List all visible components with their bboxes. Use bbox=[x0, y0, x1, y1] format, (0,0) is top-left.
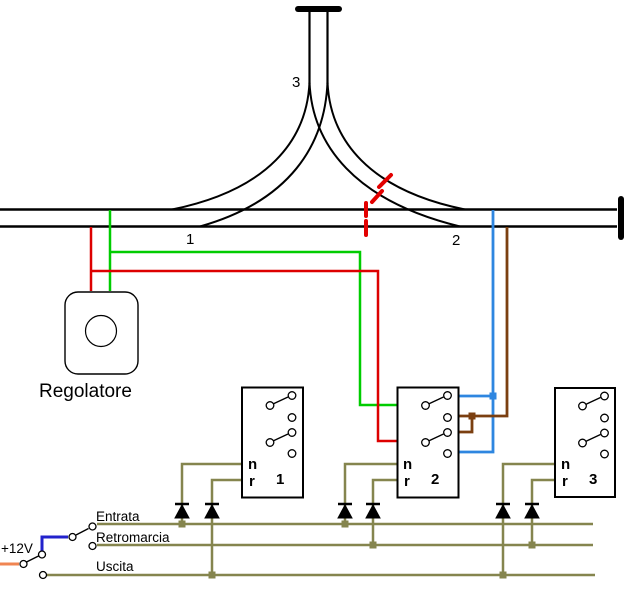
wire-blue-link bbox=[40, 535, 68, 551]
junction-left-label: 1 bbox=[186, 231, 194, 248]
junction-brown bbox=[468, 412, 476, 420]
switch-box-2-number: 2 bbox=[431, 471, 439, 488]
bus-retromarcia-label: Retromarcia bbox=[96, 530, 170, 545]
wire-brown-branch bbox=[458, 416, 474, 434]
junction-right-label: 2 bbox=[452, 232, 460, 249]
switch1-contact-up bbox=[37, 550, 47, 559]
wire-blue-main bbox=[458, 210, 495, 454]
turnout-curve-left-outer bbox=[171, 81, 311, 211]
switch2-common bbox=[68, 532, 77, 542]
turnout-curve-right-outer bbox=[326, 81, 466, 211]
switch1-lever bbox=[26, 555, 39, 563]
diode-box1-n bbox=[174, 502, 190, 519]
switch-box-1-number: 1 bbox=[276, 471, 284, 488]
contact bbox=[443, 449, 452, 458]
diode-box3-r bbox=[524, 502, 540, 519]
wire-green-to-switch2 bbox=[110, 250, 397, 407]
switch-box-3-number: 3 bbox=[589, 471, 597, 488]
switch-box-3-r-label: r bbox=[562, 473, 568, 490]
switch-box-3: n r 3 bbox=[554, 387, 616, 498]
switch-box-1-lever-n bbox=[272, 396, 289, 405]
switch-box-1-n-label: n bbox=[248, 456, 257, 473]
switch-box-1-lever-r bbox=[272, 433, 289, 442]
contact bbox=[600, 413, 609, 423]
junction-blue bbox=[489, 392, 497, 400]
contact bbox=[600, 428, 609, 438]
regulator-label: Regolatore bbox=[39, 381, 132, 402]
wire-green bbox=[108, 210, 397, 407]
diodes bbox=[174, 502, 540, 519]
siding-track-label: 3 bbox=[292, 74, 300, 91]
diode-box2-r bbox=[365, 502, 381, 519]
contact bbox=[443, 413, 452, 422]
contact bbox=[600, 449, 609, 459]
wire-red bbox=[89, 227, 397, 443]
contact bbox=[443, 391, 452, 400]
junction-box3n-uscita bbox=[499, 571, 507, 579]
contact bbox=[287, 413, 297, 422]
regulator: Regolatore bbox=[39, 291, 139, 402]
switch-box-2-lever-r bbox=[428, 433, 444, 442]
turnout-curve-right-inner bbox=[308, 81, 461, 228]
contact bbox=[287, 428, 297, 437]
contact bbox=[421, 401, 430, 410]
siding-track bbox=[171, 6, 466, 228]
contact bbox=[287, 449, 297, 458]
wire-blue-feed bbox=[458, 210, 495, 454]
junction-box2n-entrata bbox=[341, 520, 349, 528]
switch-box-3-lever-n bbox=[585, 396, 601, 406]
contact bbox=[578, 438, 587, 448]
supply-label: +12V bbox=[1, 541, 33, 556]
junction-box1r-uscita bbox=[208, 571, 216, 579]
switch2-contact-up bbox=[88, 522, 97, 531]
switch-box-2-r-label: r bbox=[404, 473, 410, 490]
turnout-curve-left-inner bbox=[199, 81, 329, 228]
wire-brown bbox=[458, 227, 509, 434]
contact bbox=[265, 401, 275, 410]
bus-entrata-label: Entrata bbox=[96, 509, 140, 524]
regulator-knob bbox=[84, 314, 118, 348]
diode-box3-n bbox=[495, 502, 511, 519]
switch-box-3-lever-r bbox=[585, 433, 601, 443]
contact bbox=[287, 391, 297, 400]
switch-box-2: n r 2 bbox=[396, 386, 460, 499]
switch-box-3-n-label: n bbox=[561, 456, 570, 473]
switch-box-2-n-label: n bbox=[403, 456, 412, 473]
contact bbox=[443, 428, 452, 437]
contact bbox=[421, 438, 430, 447]
contact bbox=[578, 401, 587, 411]
switch1-contact-down bbox=[38, 570, 48, 580]
switch-box-1-r-label: r bbox=[249, 473, 255, 490]
junction-box2r-retromarcia bbox=[369, 541, 377, 549]
main-track bbox=[0, 196, 624, 240]
switch1-common bbox=[19, 559, 28, 569]
junction-box1n-entrata bbox=[178, 520, 186, 528]
contact bbox=[600, 391, 609, 401]
bus-junctions bbox=[178, 520, 536, 579]
wire-red-to-switch2 bbox=[91, 269, 397, 443]
switch-box-2-lever-n bbox=[428, 396, 444, 405]
switch2-contact-down bbox=[88, 541, 97, 551]
insulation-gaps bbox=[364, 173, 393, 237]
switch2-lever bbox=[75, 527, 89, 536]
wire-box1-r bbox=[210, 478, 242, 575]
wire-box3-n bbox=[501, 462, 555, 575]
gap-mark-curve-inner bbox=[370, 189, 384, 204]
switch-box-1: n r 1 bbox=[241, 386, 304, 499]
junction-box3r-retromarcia bbox=[528, 541, 536, 549]
bus-uscita-label: Uscita bbox=[96, 559, 134, 574]
diode-box2-n bbox=[337, 502, 353, 519]
gap-mark-curve-outer bbox=[377, 173, 393, 189]
diode-box1-r bbox=[204, 502, 220, 519]
wire-brown-main bbox=[458, 227, 509, 418]
relay-wiring bbox=[180, 462, 555, 575]
supply-area: +12V bbox=[0, 522, 97, 580]
contact bbox=[265, 438, 275, 447]
